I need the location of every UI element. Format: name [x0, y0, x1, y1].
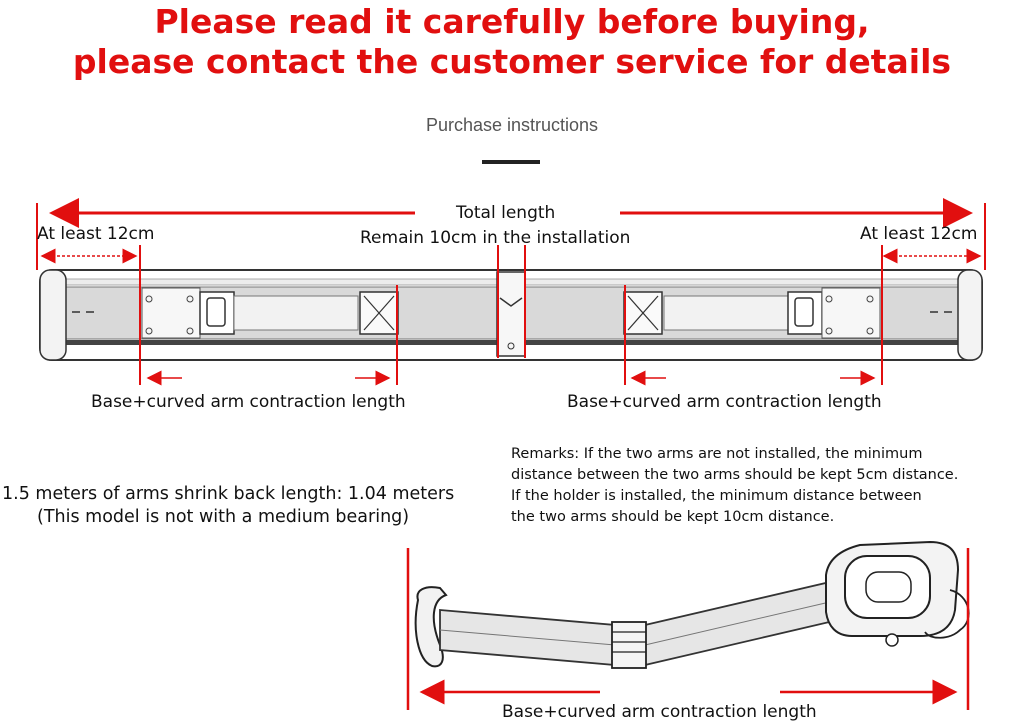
total-length-dimension [36, 198, 986, 270]
warning-line-2: please contact the customer service for … [72, 42, 952, 81]
remain-installation-label: Remain 10cm in the installation [360, 228, 631, 248]
remarks-line-3: If the holder is installed, the minimum … [511, 488, 922, 504]
shrink-info-line-2: (This model is not with a medium bearing… [37, 507, 410, 527]
rail-guides [139, 245, 883, 386]
remarks-line-2: distance between the two arms should be … [511, 467, 959, 483]
total-length-label: Total length [456, 203, 556, 223]
contraction-right-label: Base+curved arm contraction length [567, 392, 882, 412]
warning-line-1: Please read it carefully before buying, [154, 2, 870, 41]
at-least-left-label: At least 12cm [37, 224, 155, 244]
remarks-block: Remarks: If the two arms are not install… [511, 444, 1011, 528]
section-title: Purchase instructions [425, 115, 599, 135]
shrink-info-line-1: 1.5 meters of arms shrink back length: 1… [2, 484, 455, 504]
at-least-right-label: At least 12cm [860, 224, 978, 244]
remarks-line-4: the two arms should be kept 10cm distanc… [511, 509, 835, 525]
section-title-underline [482, 160, 540, 164]
remarks-line-1: Remarks: If the two arms are not install… [511, 446, 923, 462]
contraction-left-label: Base+curved arm contraction length [91, 392, 406, 412]
rail-assembly [39, 269, 983, 361]
curved-arm-illustration [406, 540, 970, 710]
bottom-contraction-label: Base+curved arm contraction length [502, 702, 817, 722]
